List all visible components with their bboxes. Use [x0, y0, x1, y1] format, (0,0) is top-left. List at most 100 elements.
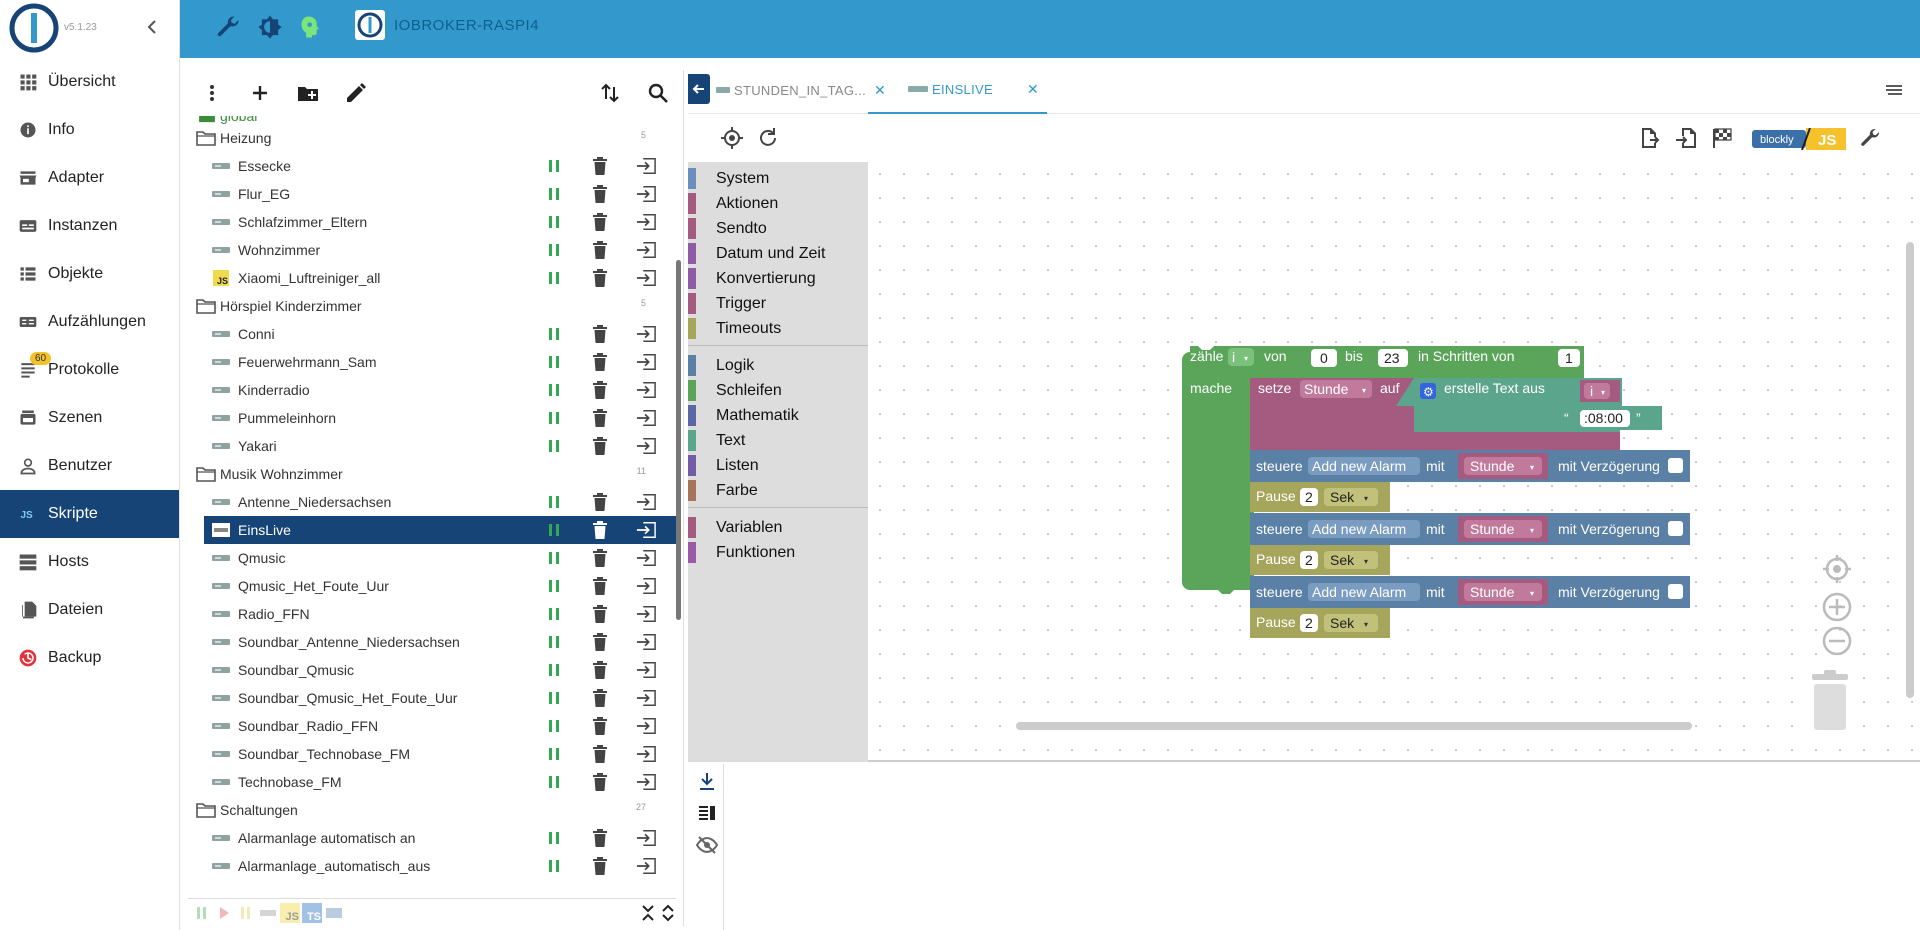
move-to-icon[interactable]	[636, 324, 656, 344]
nav-item-objekte[interactable]: Objekte	[0, 250, 179, 298]
toolbox-category-logik[interactable]: Logik	[688, 353, 868, 378]
set-var-field[interactable]	[1300, 380, 1372, 398]
move-to-icon[interactable]	[636, 436, 656, 456]
chevron-left-icon[interactable]	[140, 15, 164, 39]
script-row[interactable]: Kinderradio	[188, 376, 676, 404]
workspace-vscrollbar[interactable]	[1906, 242, 1914, 698]
pause-icon[interactable]	[544, 744, 564, 764]
arrow-left-icon[interactable]	[688, 74, 710, 104]
script-row[interactable]: EinsLive	[204, 516, 676, 544]
delete-icon[interactable]	[590, 352, 610, 372]
delete-icon[interactable]	[590, 828, 610, 848]
move-to-icon[interactable]	[636, 688, 656, 708]
pause-icon[interactable]	[544, 408, 564, 428]
move-to-icon[interactable]	[636, 380, 656, 400]
delay-checkbox[interactable]	[1668, 584, 1683, 599]
script-row[interactable]: Feuerwehrmann_Sam	[188, 348, 676, 376]
move-to-icon[interactable]	[636, 744, 656, 764]
add-script-icon[interactable]	[248, 81, 272, 105]
pause-block[interactable]: Pause 2 Sek ▾	[1250, 545, 1390, 575]
move-to-icon[interactable]	[636, 268, 656, 288]
folder-row[interactable]: Heizung 5	[188, 124, 676, 152]
script-row[interactable]: Conni	[188, 320, 676, 348]
workspace-hscrollbar[interactable]	[1016, 722, 1692, 730]
import-icon[interactable]	[1674, 126, 1698, 150]
delete-icon[interactable]	[590, 576, 610, 596]
pause-icon[interactable]	[544, 324, 564, 344]
toolbox-category-variablen[interactable]: Variablen	[688, 515, 868, 540]
move-to-icon[interactable]	[636, 156, 656, 176]
expert-mode-icon[interactable]	[298, 13, 326, 41]
control-var-field[interactable]	[1464, 520, 1542, 538]
script-row[interactable]: Qmusic_Het_Foute_Uur	[188, 572, 676, 600]
control-target-field[interactable]	[1308, 457, 1420, 475]
pause-icon[interactable]	[544, 716, 564, 736]
export-icon[interactable]	[1638, 126, 1662, 150]
folder-global[interactable]: global	[188, 116, 676, 124]
delete-icon[interactable]	[590, 380, 610, 400]
toolbox-category-sendto[interactable]: Sendto	[688, 216, 868, 241]
problem-filter-icon[interactable]	[236, 903, 256, 923]
move-to-icon[interactable]	[636, 660, 656, 680]
nav-item-hosts[interactable]: Hosts	[0, 538, 179, 586]
to-field[interactable]	[1378, 349, 1408, 367]
collapse-all-icon[interactable]	[638, 903, 658, 923]
script-row[interactable]: Wohnzimmer	[188, 236, 676, 264]
script-row[interactable]: Antenne_Niedersachsen	[188, 488, 676, 516]
trash-icon[interactable]	[1808, 670, 1852, 732]
pause-icon[interactable]	[544, 240, 564, 260]
pause-icon[interactable]	[544, 828, 564, 848]
checkered-flag-icon[interactable]	[1710, 126, 1734, 150]
control-var-field[interactable]	[1464, 583, 1542, 601]
js-filter-icon[interactable]: JS	[280, 902, 300, 923]
delete-icon[interactable]	[590, 520, 610, 540]
tab-einslive[interactable]: EINSLIVE ✕	[868, 66, 1047, 114]
move-to-icon[interactable]	[636, 604, 656, 624]
nav-item-instanzen[interactable]: Instanzen	[0, 202, 179, 250]
delay-checkbox[interactable]	[1668, 521, 1683, 536]
brightness-icon[interactable]	[256, 13, 284, 41]
pause-icon[interactable]	[544, 576, 564, 596]
delete-icon[interactable]	[590, 240, 610, 260]
toolbox-category-farbe[interactable]: Farbe	[688, 478, 868, 503]
script-row[interactable]: Radio_FFN	[188, 600, 676, 628]
move-to-icon[interactable]	[636, 240, 656, 260]
delete-icon[interactable]	[590, 660, 610, 680]
blockly-filter-icon[interactable]	[258, 903, 278, 923]
delete-icon[interactable]	[590, 548, 610, 568]
count-var-field[interactable]	[1228, 348, 1254, 366]
pause-unit-field[interactable]	[1324, 488, 1378, 506]
pause-icon[interactable]	[544, 548, 564, 568]
control-target-field[interactable]	[1308, 520, 1420, 538]
pause-icon[interactable]	[544, 660, 564, 680]
move-to-icon[interactable]	[636, 184, 656, 204]
pause-icon[interactable]	[544, 772, 564, 792]
script-row[interactable]: Pummeleinhorn	[188, 404, 676, 432]
pause-icon[interactable]	[544, 492, 564, 512]
from-field[interactable]	[1311, 349, 1337, 367]
move-to-icon[interactable]	[636, 548, 656, 568]
move-to-icon[interactable]	[636, 828, 656, 848]
wrench-icon[interactable]	[214, 13, 242, 41]
pause-icon[interactable]	[544, 688, 564, 708]
script-row[interactable]: Essecke	[188, 152, 676, 180]
script-row[interactable]: Flur_EG	[188, 180, 676, 208]
toolbox-category-timeouts[interactable]: Timeouts	[688, 316, 868, 341]
script-row[interactable]: Soundbar_Technobase_FM	[188, 740, 676, 768]
pause-block[interactable]: Pause 2 Sek ▾	[1250, 608, 1390, 638]
script-row[interactable]: Yakari	[188, 432, 676, 460]
pause-icon[interactable]	[544, 184, 564, 204]
add-folder-icon[interactable]	[296, 81, 320, 105]
gear-icon[interactable]	[1420, 383, 1436, 399]
delete-icon[interactable]	[590, 184, 610, 204]
join-text-field[interactable]	[1580, 410, 1630, 427]
menu-icon[interactable]	[1882, 78, 1906, 102]
pause-unit-field[interactable]	[1324, 551, 1378, 569]
clear-log-icon[interactable]	[696, 802, 718, 824]
folder-row[interactable]: Schaltungen 27	[188, 796, 676, 824]
control-state-block[interactable]: steuere Add new Alarm mit Stunde ▾ mit V…	[1250, 576, 1690, 608]
pause-icon[interactable]	[544, 604, 564, 624]
pause-icon[interactable]	[544, 156, 564, 176]
pause-icon[interactable]	[544, 380, 564, 400]
